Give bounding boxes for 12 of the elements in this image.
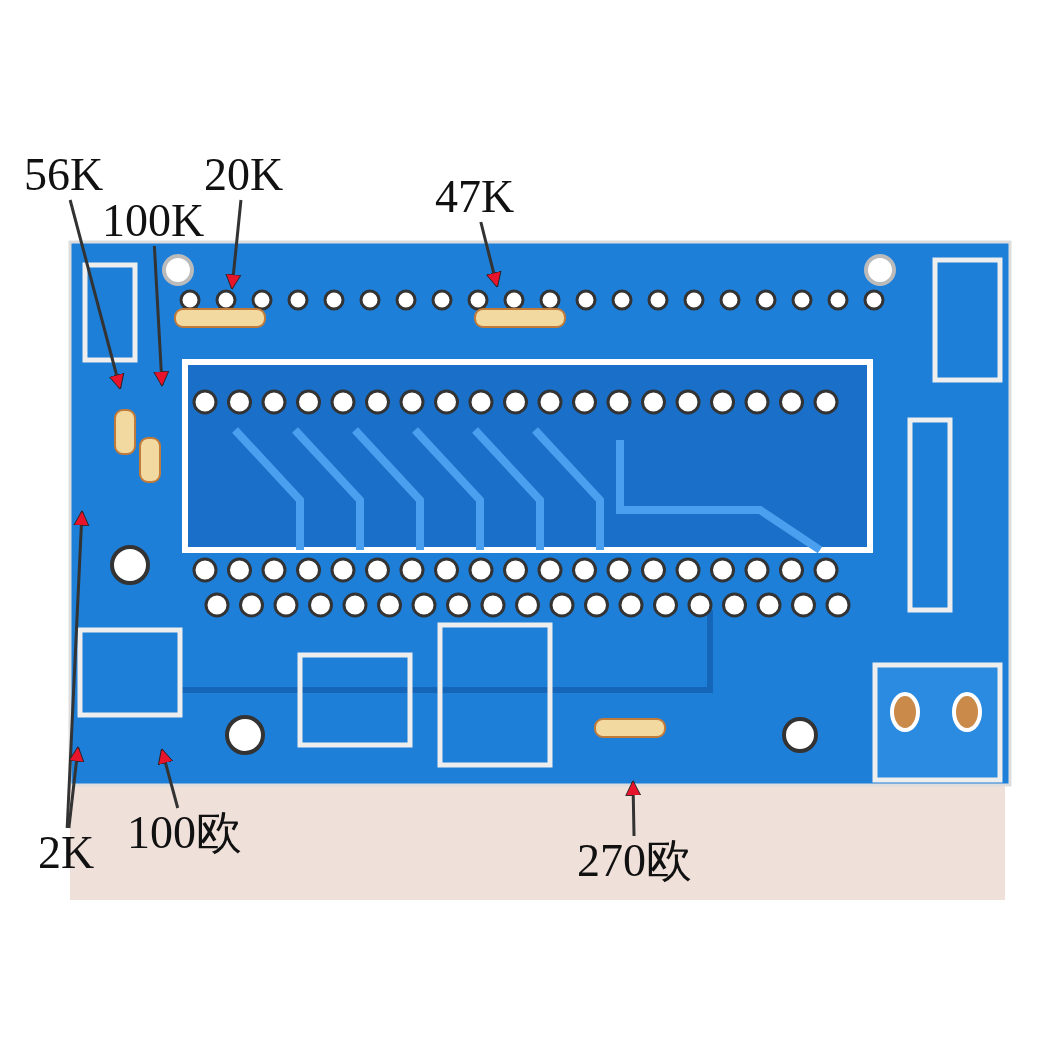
value-label: 270欧 xyxy=(575,836,694,886)
leader-line xyxy=(479,221,502,288)
value-label: 47K xyxy=(433,172,517,222)
leader-line xyxy=(152,245,170,387)
value-label: 2K xyxy=(36,828,97,878)
leader-line xyxy=(68,199,125,390)
leader-line xyxy=(65,510,90,829)
leader-line xyxy=(67,746,85,829)
leader-line xyxy=(225,199,243,290)
leader-line xyxy=(157,748,180,809)
value-label: 100欧 xyxy=(125,808,244,858)
leader-line xyxy=(625,780,642,837)
